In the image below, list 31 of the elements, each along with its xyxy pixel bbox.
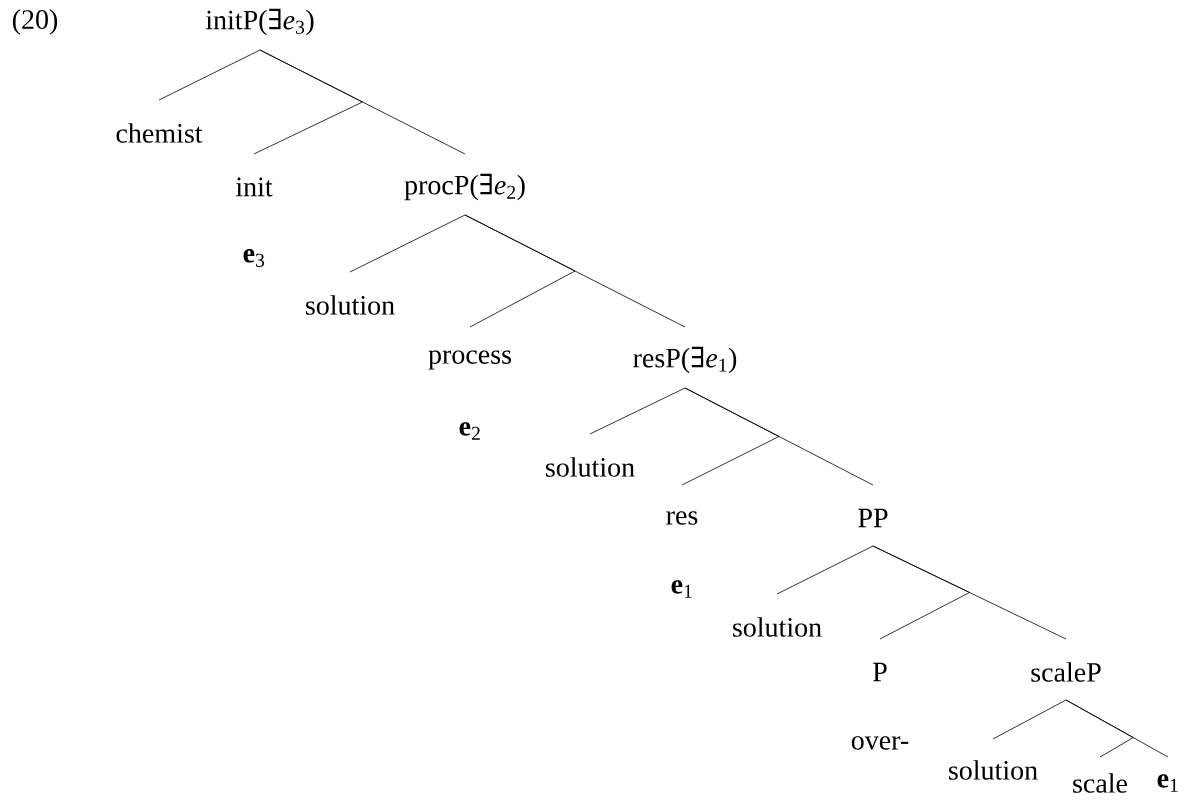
branch-line — [776, 545, 874, 595]
tree-node-label: initP(∃e$_{3}$) — [205, 8, 314, 36]
morpheme-label: e$_{2}$ — [459, 422, 480, 440]
branch-line — [349, 214, 466, 273]
example-number: (20) — [12, 9, 58, 35]
branch-line — [992, 699, 1067, 740]
branch-line — [464, 214, 686, 328]
tree-node-label: chemist — [116, 123, 203, 143]
branch-line — [1065, 699, 1169, 758]
tree-node-label: solution — [949, 760, 1038, 780]
branch-line — [158, 49, 261, 101]
tree-node-label: solution — [546, 457, 635, 477]
tree-node-label: e$_{1}$ — [1157, 774, 1178, 792]
tree-node-label: procP(∃e$_{2}$) — [404, 173, 525, 201]
tree-node-label: resP(∃e$_{1}$) — [633, 346, 737, 374]
tree-node-label: solution — [306, 295, 395, 315]
tree-node-label: scaleP — [1031, 662, 1101, 682]
branch-line — [684, 387, 874, 486]
branch-line — [259, 49, 466, 155]
morpheme-label: e$_{3}$ — [243, 249, 265, 267]
morpheme-label: e$_{1}$ — [671, 580, 692, 598]
tree-node-label: PP — [858, 508, 888, 528]
tree-node-label: process — [428, 350, 511, 370]
morpheme-label: over- — [851, 736, 909, 750]
tree-node-label: scale — [1073, 773, 1127, 793]
branch-line — [589, 387, 686, 435]
tree-node-label: res — [666, 511, 698, 525]
tree-node-label: init — [235, 177, 273, 197]
tree-node-label: solution — [733, 617, 822, 637]
tree-node-label: P — [873, 662, 887, 682]
branch-line — [872, 545, 1067, 640]
